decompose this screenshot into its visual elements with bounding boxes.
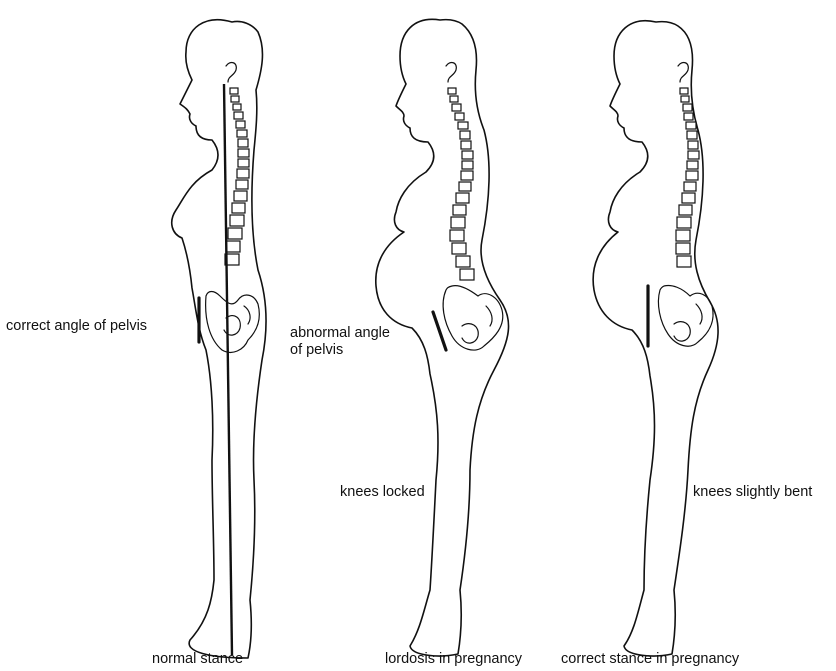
figure-correct-pregnancy <box>593 21 718 656</box>
annotation-knees-slightly-bent: knees slightly bent <box>693 484 812 500</box>
ear-lordosis <box>446 63 456 82</box>
caption-lordosis-in-pregnancy: lordosis in pregnancy <box>385 651 522 667</box>
body-outline-correct <box>593 21 718 656</box>
figure-lordosis <box>376 19 509 656</box>
ear-correct <box>678 63 688 82</box>
spine-normal <box>225 88 249 265</box>
plumb-line <box>224 84 232 655</box>
annotation-abnormal-angle-line2: of pelvis <box>290 342 343 358</box>
annotation-knees-locked: knees locked <box>340 484 425 500</box>
pelvis-normal <box>206 292 260 353</box>
figure-normal-stance <box>172 20 266 658</box>
annotation-correct-angle-of-pelvis: correct angle of pelvis <box>6 318 147 334</box>
ear-normal <box>226 63 236 82</box>
caption-normal-stance: normal stance <box>152 651 243 667</box>
body-outline-normal <box>172 20 266 658</box>
pelvis-angle-bar-lordosis <box>433 312 446 350</box>
pelvis-lordosis <box>443 286 503 350</box>
annotation-abnormal-angle-line1: abnormal angle <box>290 325 390 341</box>
spine-lordosis <box>448 88 474 280</box>
caption-correct-stance-in-pregnancy: correct stance in pregnancy <box>561 651 739 667</box>
pelvis-correct <box>658 285 713 346</box>
